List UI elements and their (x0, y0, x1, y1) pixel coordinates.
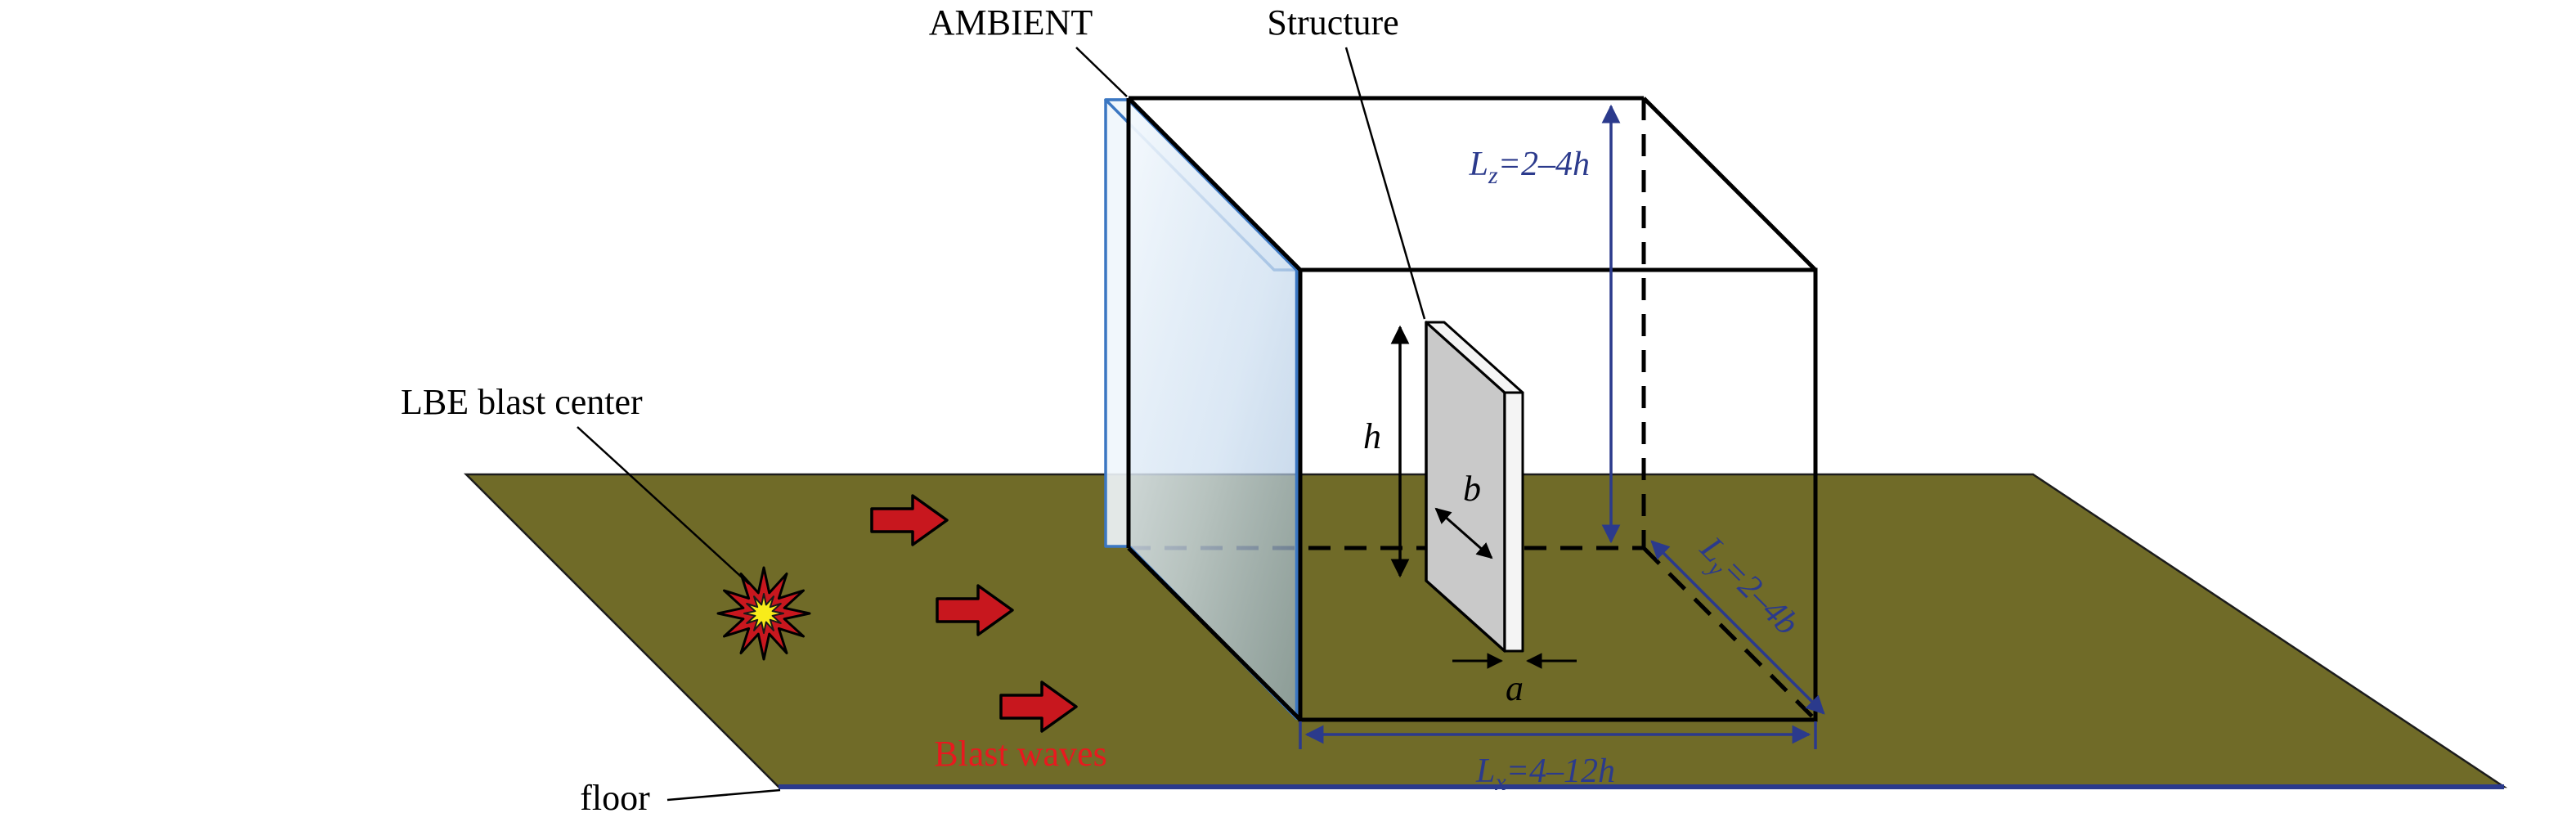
height-label: h (1363, 416, 1381, 456)
width-dimension: b (1434, 469, 1493, 559)
blast-center-leader-line (577, 426, 750, 585)
blast-waves-label: Blast waves (934, 734, 1106, 774)
domain-box-visible-edges (1126, 96, 1818, 722)
floor-leader-line (666, 788, 781, 802)
width-label: b (1463, 469, 1481, 509)
box-bottom-left-depth-edge (1127, 546, 1302, 721)
right-block-arrow-icon (870, 494, 949, 546)
lz-dimension: Lz=2–4h (1469, 104, 1621, 544)
ambient-label: AMBIENT (929, 2, 1093, 43)
structure-plate-front-side (1503, 391, 1524, 653)
blast-center-label: LBE blast center (401, 382, 643, 422)
width-arrow (1434, 507, 1493, 559)
lz-label: Lz=2–4h (1469, 146, 1590, 189)
box-top-left-depth-edge (1127, 97, 1302, 272)
explosion-burst-icon (716, 566, 811, 661)
thickness-label: a (1506, 668, 1524, 708)
floor-label: floor (580, 778, 650, 818)
right-block-arrow-icon (936, 584, 1014, 636)
ly-arrow (1650, 540, 1825, 715)
structure-leader-line (1344, 47, 1426, 320)
ambient-panel-left-side (1104, 98, 1130, 548)
structure-label: Structure (1267, 2, 1398, 43)
height-dimension: h (1363, 325, 1410, 578)
thickness-dimension: a (1452, 653, 1577, 708)
structure-plate (1425, 321, 1524, 653)
box-top-right-depth-edge (1642, 97, 1817, 272)
lx-dimension: Lx=4–12h (1299, 721, 1817, 796)
right-block-arrow-icon (999, 681, 1078, 733)
ambient-leader-line (1075, 47, 1128, 97)
box-front-face-outline (1298, 267, 1818, 722)
blast-wave-arrows (870, 494, 1078, 733)
lx-label: Lx=4–12h (1475, 752, 1615, 796)
explosion-inner-star (743, 593, 784, 634)
